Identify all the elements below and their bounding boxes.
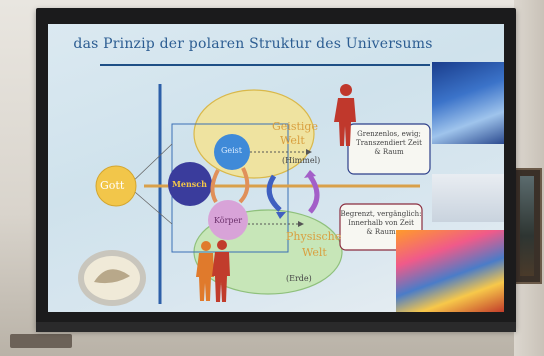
forest-image [396,230,504,312]
grenzenlos-box [347,123,431,175]
geistige-welt-label-2: Welt [280,134,305,147]
gott-circle [95,165,137,207]
title-underline [100,64,430,66]
begrenzt-line-3: & Raum [366,228,396,236]
himmel-label: (Himmel) [282,156,321,165]
diagram-graphics [78,84,431,306]
physische-welt-label-2: Welt [302,246,327,259]
purple-swirl-arrow [307,174,320,214]
red-figure [334,84,356,146]
grenzenlos-line-1: Grenzenlos, ewig; [357,130,421,138]
koerper-arrowhead [298,221,304,227]
koerper-label: Körper [214,216,243,225]
projected-slide: das Prinzip der polaren Struktur des Uni… [48,24,504,312]
gott-link-upper [127,143,173,187]
slide-title: das Prinzip der polaren Struktur des Uni… [73,36,433,52]
table-object [10,334,72,348]
begrenzt-line-2: Innerhalb von Zeit [348,219,414,227]
begrenzt-line-1: Begrenzt, vergänglich: [340,210,422,218]
mensch-label: Mensch [172,179,207,189]
geistige-welt-label-1: Geistige [272,120,318,133]
geist-arrowhead [306,149,312,155]
koerper-geist-arrow [210,169,220,204]
grenzenlos-line-3: & Raum [374,148,404,156]
wall-picture [512,168,542,284]
couple-figures [196,240,230,302]
grenzenlos-line-2: Transzendiert Zeit [356,139,422,147]
koerper-circle [208,200,248,240]
mensch-circle [168,162,212,206]
screen-bottom-bar [36,322,516,332]
grenzenlos-text: Grenzenlos, ewig; Transzendiert Zeit & R… [348,130,430,157]
geist-koerper-arrow [238,167,250,204]
geist-circle [214,134,250,170]
resting-person-image [432,174,504,222]
erde-label: (Erde) [286,274,312,283]
geist-label: Geist [221,146,243,155]
physische-welt-label-1: Physische [286,230,342,243]
gott-label: Gott [100,179,125,192]
blue-swirl-arrow [266,174,282,212]
begrenzt-text: Begrenzt, vergänglich: Innerhalb von Zei… [340,210,422,237]
stairway-image [432,62,504,144]
